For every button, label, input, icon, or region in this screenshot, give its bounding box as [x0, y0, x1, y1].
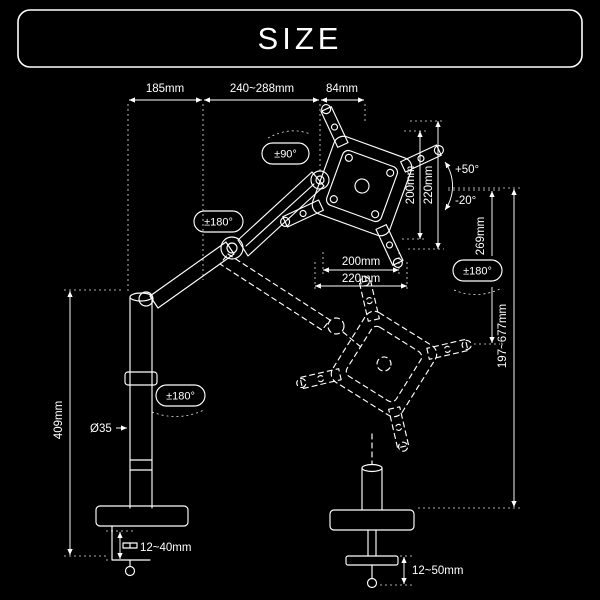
dim-label-desk-clamp-range: 12~40mm	[140, 542, 191, 554]
dim-label-vesa-height-inner: 200mm	[405, 166, 417, 204]
title-border	[17, 9, 583, 68]
vesa-width-dimensions: 200mm 220mm	[314, 252, 408, 290]
angle-label-head-swivel: ±90°	[274, 149, 297, 161]
pole-rotation-badge: ±180°	[155, 384, 206, 407]
vesa-height-dimensions: 200mm 220mm	[402, 120, 444, 250]
angle-label-pole-rotation: ±180°	[166, 391, 195, 403]
grommet-clamp-dimension: 12~50mm	[380, 555, 463, 586]
desk-clamp-dimension: 12~40mm	[106, 530, 191, 561]
dim-label-grommet-clamp-range: 12~50mm	[412, 565, 463, 577]
top-dimensions: 185mm 240~288mm 84mm	[127, 83, 366, 294]
swivel-arc	[267, 130, 311, 139]
angle-label-tilt-down: -20°	[455, 195, 476, 207]
dim-label-top-right: 84mm	[326, 83, 358, 95]
dim-label-height-range: 197~677mm	[497, 304, 509, 368]
pole-and-desk-clamp	[95, 292, 189, 577]
angle-label-plate-rotation: ±180°	[463, 266, 492, 278]
gas-spring-arm	[138, 170, 330, 309]
dim-label-pole-diameter: Ø35	[90, 423, 112, 435]
tilt-dimension: +50° -20°	[444, 161, 479, 211]
dim-label-vesa-width-outer: 220mm	[342, 273, 380, 285]
height-range-dimension: 197~677mm	[418, 187, 520, 509]
dim-label-top-left: 185mm	[146, 83, 184, 95]
head-swivel-badge: ±90°	[261, 142, 310, 165]
dim-label-vesa-width-inner: 200mm	[342, 256, 380, 268]
title-banner: SIZE	[17, 9, 583, 68]
ghost-arm	[219, 253, 363, 349]
elbow-rotation-badge: ±180°	[193, 210, 244, 233]
pole-diameter-dimension: Ø35	[90, 423, 127, 435]
dim-label-vesa-height-outer: 220mm	[423, 166, 435, 204]
angle-label-tilt-up: +50°	[455, 164, 479, 176]
grommet-base	[329, 433, 415, 589]
page-title: SIZE	[258, 21, 343, 56]
pole-height-dimension: 409mm	[53, 289, 124, 557]
dim-label-pole-height: 409mm	[53, 401, 65, 439]
dim-label-arm-reach: 269mm	[475, 217, 487, 255]
angle-label-elbow-rotation: ±180°	[204, 217, 233, 229]
dim-label-top-middle: 240~288mm	[230, 83, 294, 95]
pole-rotation-arc	[151, 409, 205, 417]
ghost-vesa-plate	[296, 276, 472, 452]
plate-rotation-arc	[453, 287, 503, 295]
plate-rotation-badge: ±180°	[452, 259, 503, 282]
arm-reach-dimension: 269mm	[448, 189, 500, 345]
